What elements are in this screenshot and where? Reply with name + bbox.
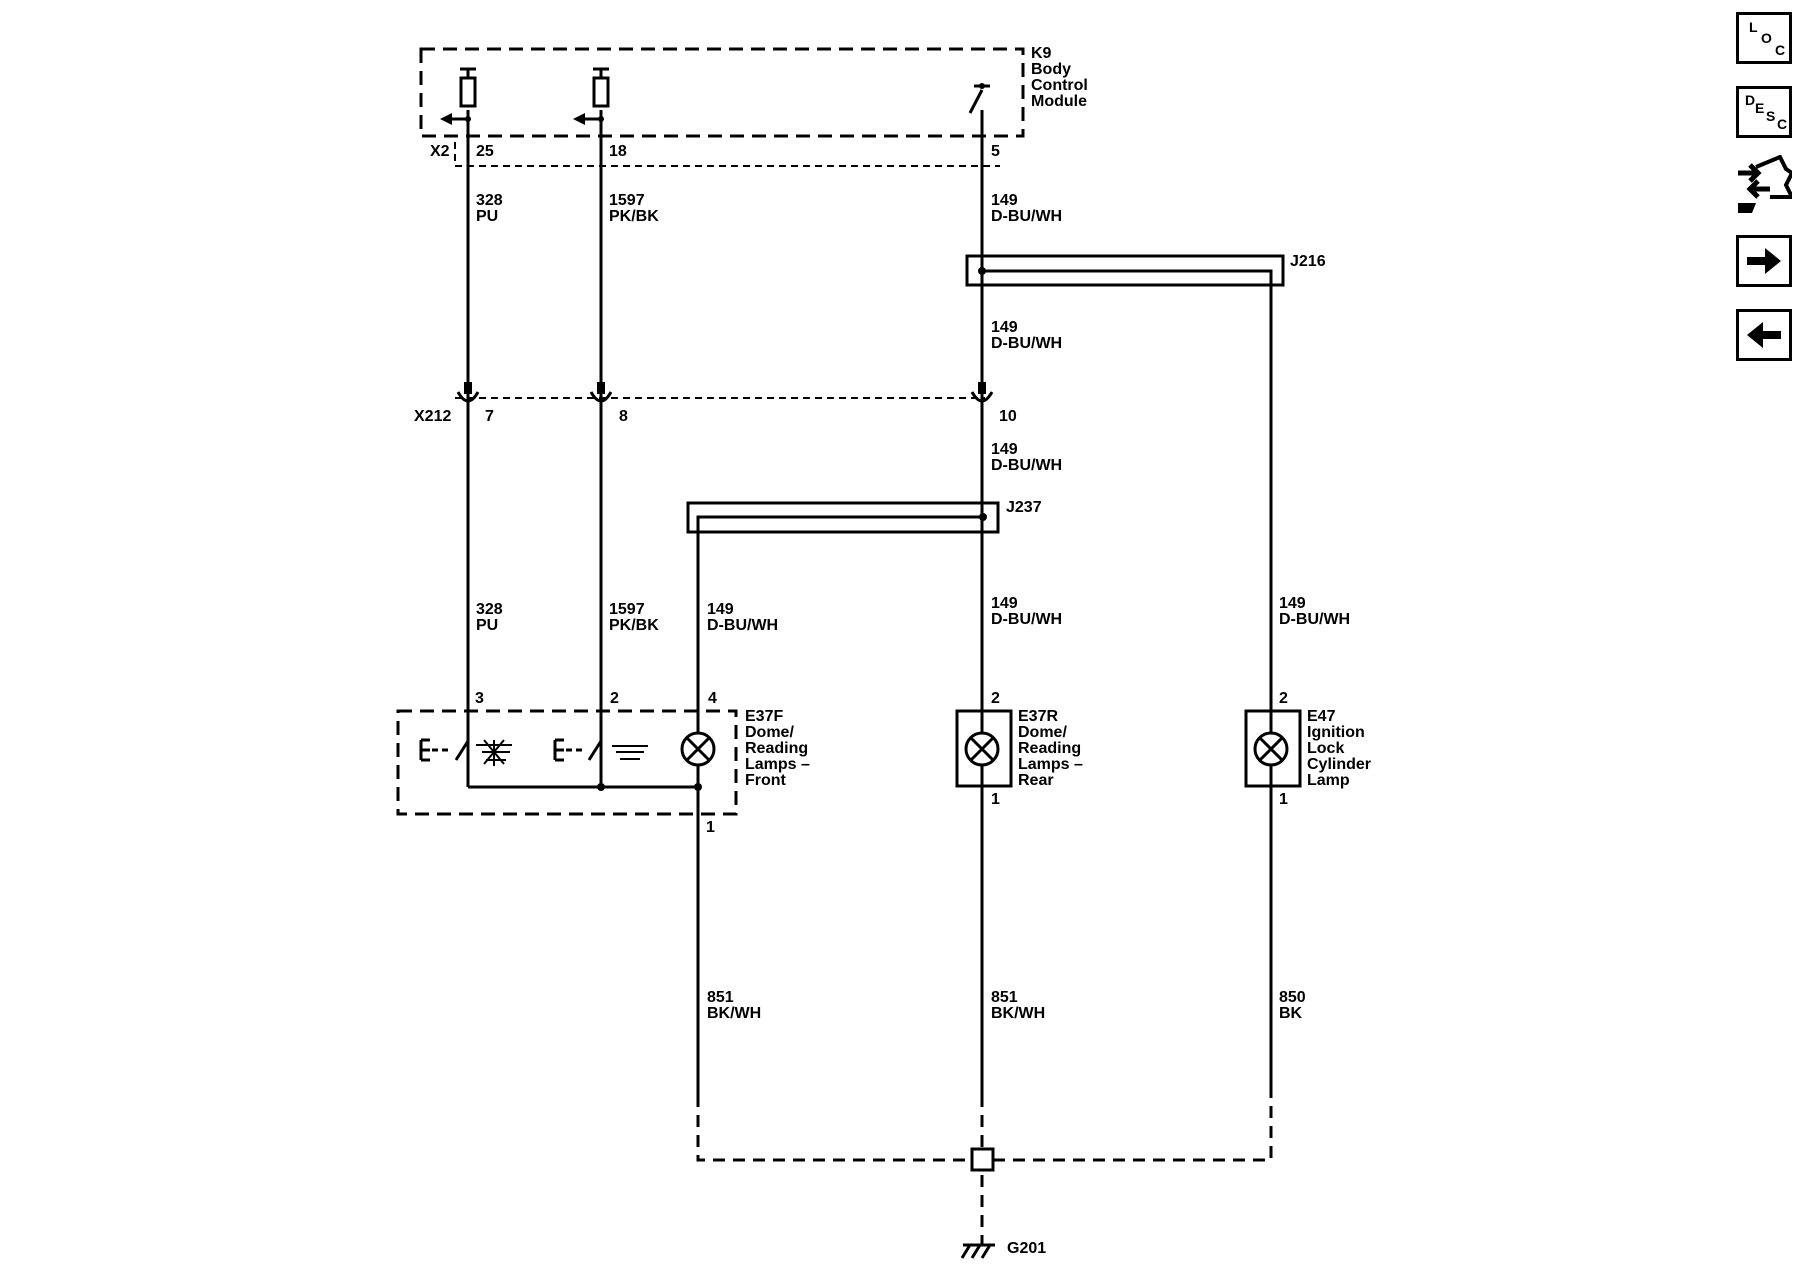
pin-label: 18	[609, 143, 627, 160]
j237-splice-box	[686, 501, 1000, 534]
e37f-module-outline	[396, 709, 738, 816]
pin-label: 1	[1279, 791, 1288, 808]
pin-label: 25	[476, 143, 494, 160]
pin-label: 3	[475, 690, 484, 707]
ground-symbol	[960, 1243, 995, 1259]
arrow-right-icon	[1747, 248, 1781, 274]
arrow-left-icon	[1747, 322, 1781, 348]
pin-label: 1	[706, 819, 715, 836]
j216-splice-box	[965, 254, 1285, 287]
connector-end-view-button[interactable]	[1736, 155, 1792, 213]
j216-splice-bus	[982, 269, 1273, 1095]
pin-label: 2	[1279, 690, 1288, 707]
pin-label: 10	[999, 408, 1017, 425]
pin-label: 1	[991, 791, 1000, 808]
pin-label: 8	[619, 408, 628, 425]
location-button[interactable]: L O C	[1736, 12, 1792, 64]
j237-splice-label: J237	[1006, 499, 1042, 516]
x2-connector-label: X2	[430, 143, 450, 160]
g201-ground-label: G201	[1007, 1240, 1046, 1257]
pin-label: 2	[991, 690, 1000, 707]
description-icon: D	[1745, 92, 1756, 108]
j237-splice-bus	[696, 515, 983, 1095]
pin-label: 4	[708, 690, 717, 707]
connector-end-view-icon	[1738, 155, 1792, 213]
pin-label: 7	[485, 408, 494, 425]
j216-splice-label: J216	[1290, 253, 1326, 270]
location-icon: L	[1749, 19, 1758, 35]
e47-module-outline	[1244, 709, 1302, 788]
g201-ground-block	[970, 1147, 995, 1172]
pin-label: 2	[610, 690, 619, 707]
previous-page-button[interactable]	[1736, 309, 1792, 361]
x2-connector-line	[454, 142, 1000, 167]
description-button[interactable]: D E S C	[1736, 86, 1792, 138]
x212-connector-label: X212	[414, 408, 451, 425]
e37r-module-outline	[955, 709, 1013, 788]
pin-label: 5	[991, 143, 1000, 160]
k9-module-outline	[419, 47, 1025, 138]
next-page-button[interactable]	[1736, 235, 1792, 287]
